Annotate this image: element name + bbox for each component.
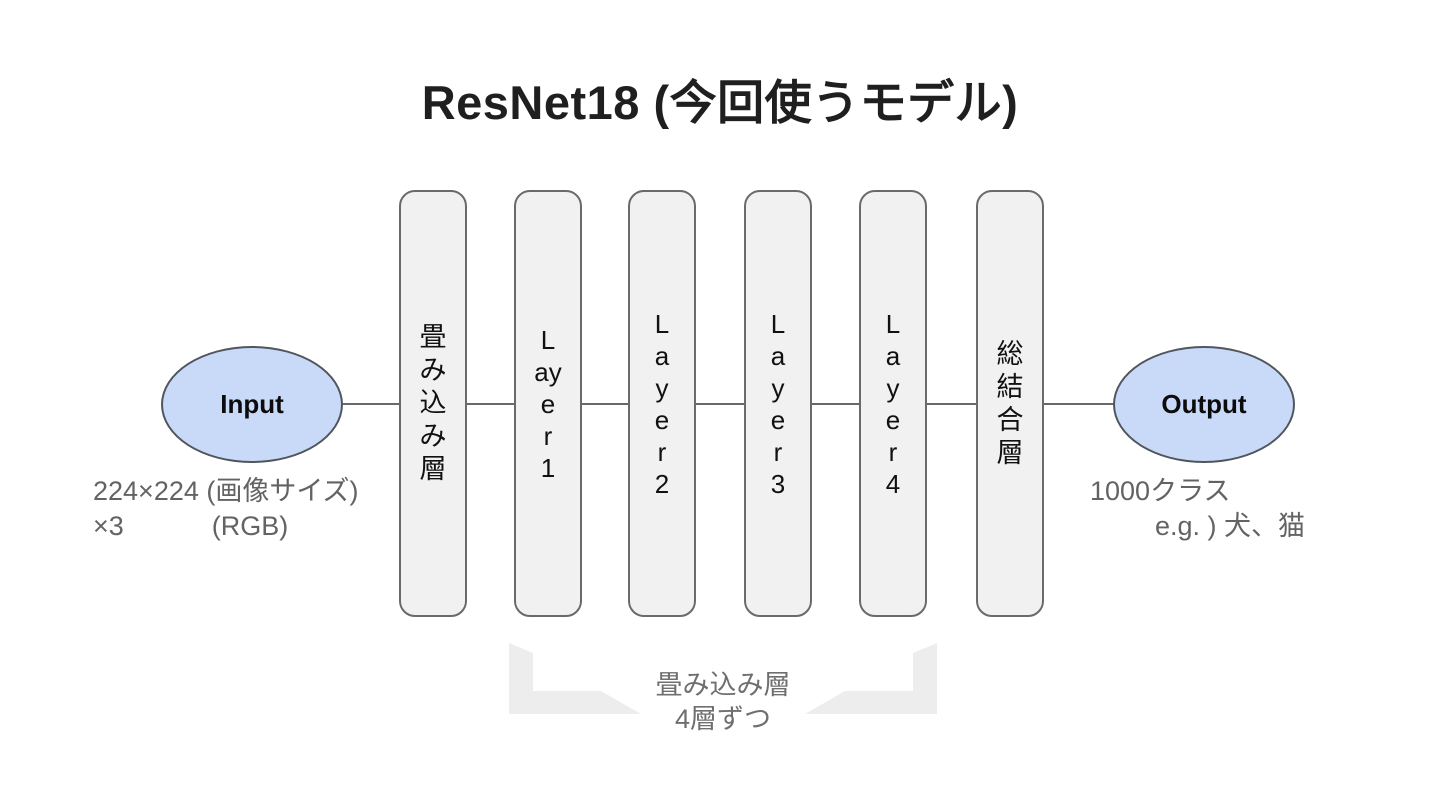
fc-layer-box: 総 結 合 層 [976, 190, 1044, 617]
layer4-label: L a y e r 4 [885, 308, 901, 499]
bracket-left-half [509, 643, 641, 714]
connector-line [343, 403, 1115, 405]
input-node-label: Input [220, 389, 284, 419]
output-caption-line2: e.g. ) 犬、猫 [1090, 509, 1305, 544]
input-caption-line2: ×3 (RGB) [93, 509, 359, 544]
output-caption-line1: 1000クラス [1090, 476, 1231, 506]
page-title: ResNet18 (今回使うモデル) [421, 76, 1019, 129]
output-caption: 1000クラス e.g. ) 犬、猫 [1090, 474, 1305, 544]
bracket-shape [509, 643, 937, 714]
output-caption-example: e.g. ) 犬、猫 [1155, 511, 1306, 541]
output-node: Output [1113, 346, 1295, 463]
layer2-label: L a y e r 2 [654, 308, 670, 499]
input-caption-line1: 224×224 (画像サイズ) [93, 476, 359, 506]
bracket-caption-line2: 4層ずつ [674, 704, 772, 734]
input-node: Input [161, 346, 343, 463]
layer3-box: L a y e r 3 [744, 190, 812, 617]
bracket-caption-line1: 畳み込み層 [655, 670, 791, 700]
layer4-box: L a y e r 4 [859, 190, 927, 617]
output-node-label: Output [1161, 389, 1247, 419]
input-caption: 224×224 (画像サイズ) ×3 (RGB) [93, 474, 359, 544]
input-caption-depth: ×3 [93, 511, 124, 541]
fc-layer-label: 総 結 合 層 [996, 338, 1024, 468]
layer1-label: L ay e r 1 [534, 324, 562, 483]
bracket-right-half [805, 643, 937, 714]
layer2-box: L a y e r 2 [628, 190, 696, 617]
conv-layer-box: 畳 み 込 み 層 [399, 190, 467, 617]
conv-layer-label: 畳 み 込 み 層 [419, 322, 447, 484]
bracket-caption: 畳み込み層 4層ずつ [500, 668, 946, 736]
layer1-box: L ay e r 1 [514, 190, 582, 617]
input-caption-rgb: (RGB) [211, 511, 289, 541]
layer3-label: L a y e r 3 [770, 308, 786, 499]
